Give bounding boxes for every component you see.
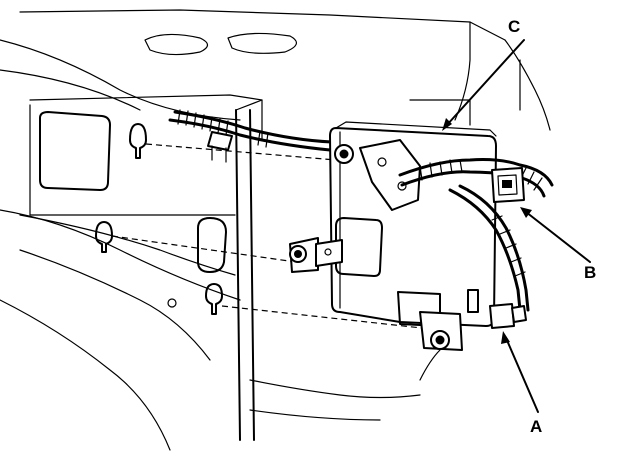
keyhole-slot-lower <box>205 283 223 315</box>
alignment-lines <box>111 143 441 331</box>
control-unit-body <box>329 121 497 327</box>
panel-opening-upper <box>39 111 111 191</box>
panel-opening-oval <box>197 217 227 273</box>
wire-harness-left <box>168 109 334 163</box>
callout-b: B <box>584 263 596 282</box>
connector-a <box>489 303 527 329</box>
pillar <box>235 99 263 441</box>
callout-a: A <box>530 417 542 436</box>
leader-lines <box>419 39 591 413</box>
keyhole-slot-upper <box>129 123 147 159</box>
callout-c: C <box>508 17 520 36</box>
mounting-bolt-upper <box>334 144 354 164</box>
mounting-bolt-middle <box>289 245 307 263</box>
mounting-bolt-lower <box>430 330 450 350</box>
keyhole-slot-middle <box>95 221 113 253</box>
connector-b <box>491 167 525 203</box>
inner-body-panel <box>19 104 236 308</box>
